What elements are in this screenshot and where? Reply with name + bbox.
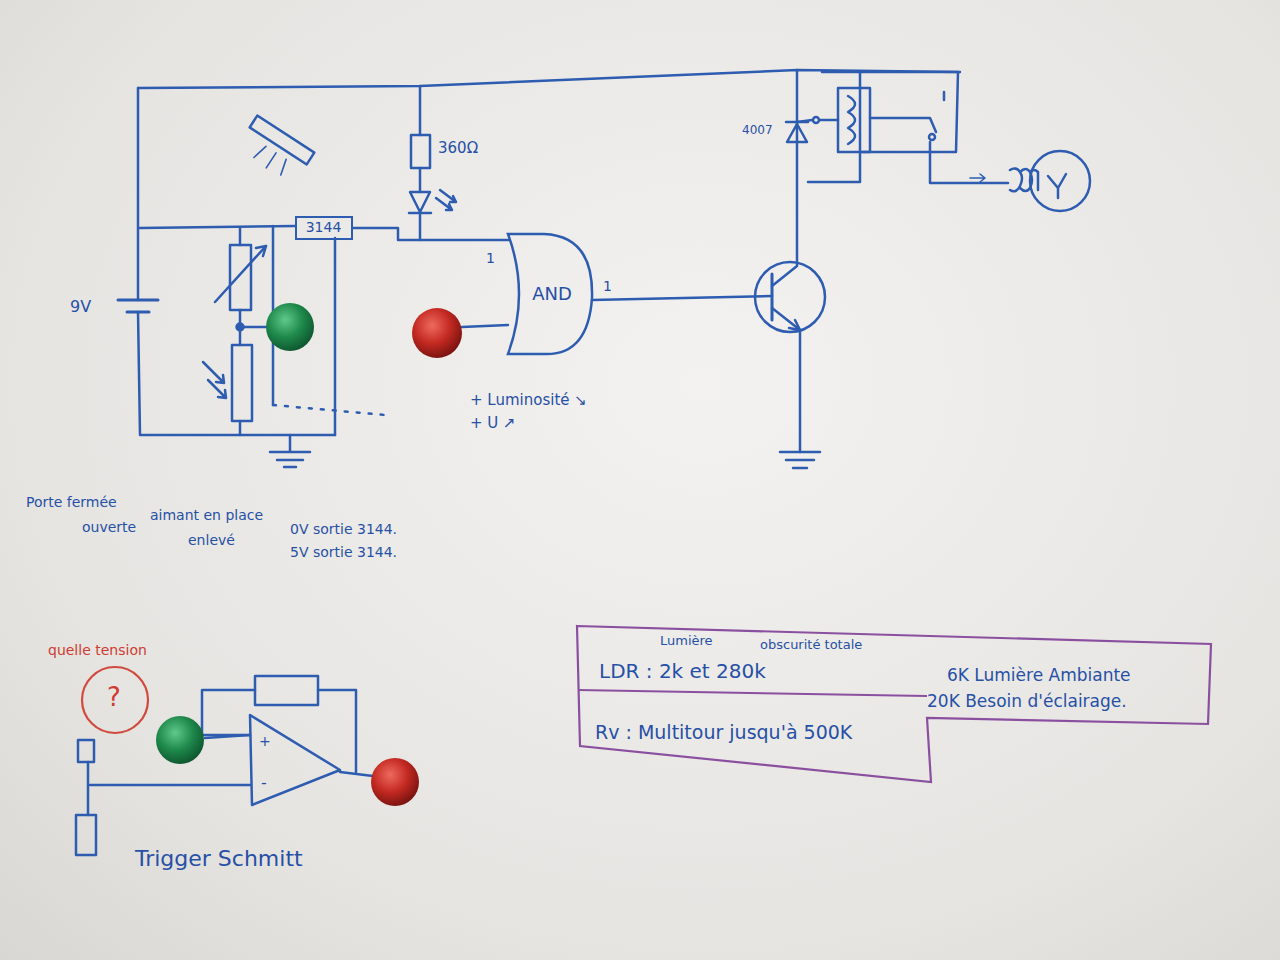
wire	[838, 88, 870, 152]
magnet	[156, 716, 204, 764]
wire	[240, 326, 268, 329]
wire	[411, 135, 430, 168]
wire	[255, 676, 318, 705]
wire	[270, 435, 310, 467]
table-divider	[578, 690, 927, 696]
node-text: 3144	[306, 219, 342, 235]
wire	[943, 92, 946, 100]
wire	[462, 325, 508, 327]
wire	[76, 815, 96, 855]
pin-name: +	[259, 733, 271, 749]
wire	[239, 421, 242, 435]
value-table: Lumière obscurité totaleLDR : 2k et 280k 6…	[575, 622, 1215, 784]
magnet	[371, 758, 419, 806]
node-text: 20K Besoin d'éclairage.	[927, 692, 1127, 712]
diode-label: 4007	[742, 124, 773, 138]
wire	[78, 740, 94, 762]
wire	[813, 117, 819, 123]
node-text: Lumière	[660, 634, 713, 649]
wire	[230, 245, 251, 310]
and-gate: AND	[500, 228, 596, 360]
pin-name: -	[261, 774, 267, 792]
wire	[76, 70, 1090, 855]
wire	[273, 405, 385, 415]
node-text: obscurité totale	[760, 638, 862, 653]
wire	[256, 246, 266, 256]
voltage-label: 9V	[70, 298, 91, 316]
gate-outline	[508, 234, 592, 354]
wire	[202, 690, 255, 735]
wire	[440, 190, 456, 202]
wire	[787, 124, 807, 142]
wire	[334, 238, 337, 435]
circuit-title: Trigger Schmitt	[135, 846, 303, 871]
logic-level: 1	[603, 278, 612, 294]
wire	[215, 246, 266, 302]
wire	[592, 296, 772, 300]
wire	[87, 762, 90, 815]
question-note: quelle tension	[48, 642, 147, 658]
wire	[772, 70, 797, 286]
magnet	[156, 303, 462, 806]
wire	[318, 690, 356, 772]
wire	[137, 88, 140, 300]
wire	[239, 228, 242, 245]
node-text: Rv : Multitour jusqu'à 500K	[595, 722, 852, 744]
wire	[1010, 168, 1038, 191]
wire	[90, 784, 250, 787]
wire	[848, 96, 855, 144]
wire-connector	[353, 228, 510, 240]
question-mark: ?	[107, 683, 121, 713]
wire	[419, 168, 422, 192]
magnet	[412, 308, 462, 358]
table-outline	[577, 626, 1211, 782]
wire	[820, 119, 838, 122]
wire	[419, 213, 422, 240]
note: aimant en place	[150, 507, 263, 523]
node-text: 6K Lumière Ambiante	[947, 666, 1131, 686]
sensor-box: 3144	[295, 216, 353, 240]
question-circle	[82, 667, 148, 733]
note: enlevé	[188, 532, 235, 548]
note: 5V sortie 3144.	[290, 544, 397, 560]
note: 0V sortie 3144.	[290, 521, 397, 537]
note: ouverte	[82, 519, 136, 535]
wire	[232, 345, 252, 421]
wire	[253, 144, 290, 177]
note: + U ↗	[470, 415, 516, 432]
resistor-value: 360Ω	[438, 140, 478, 157]
wire	[205, 735, 250, 738]
node-text: AND	[532, 284, 572, 305]
note: + Luminosité ↘	[470, 392, 587, 409]
node-text: LDR : 2k et 280k	[599, 660, 766, 683]
wire	[797, 120, 812, 122]
wire	[929, 134, 935, 140]
wire	[250, 116, 315, 165]
wire	[436, 198, 452, 210]
logic-level: 1	[486, 250, 495, 266]
wire	[250, 715, 340, 805]
wire	[780, 452, 820, 468]
wire	[970, 174, 985, 182]
wire	[771, 274, 774, 320]
wire	[1048, 174, 1066, 198]
wire	[930, 142, 1008, 183]
wire	[203, 362, 224, 383]
wire	[410, 192, 430, 212]
wire	[118, 299, 158, 302]
note: Porte fermée	[26, 494, 117, 510]
wire	[340, 772, 373, 776]
wire	[789, 320, 800, 330]
wire	[822, 72, 958, 152]
wire	[870, 118, 936, 132]
magnet	[266, 303, 314, 351]
wire	[208, 380, 226, 398]
wire	[419, 86, 422, 135]
wire	[772, 308, 800, 452]
wire	[236, 116, 314, 186]
